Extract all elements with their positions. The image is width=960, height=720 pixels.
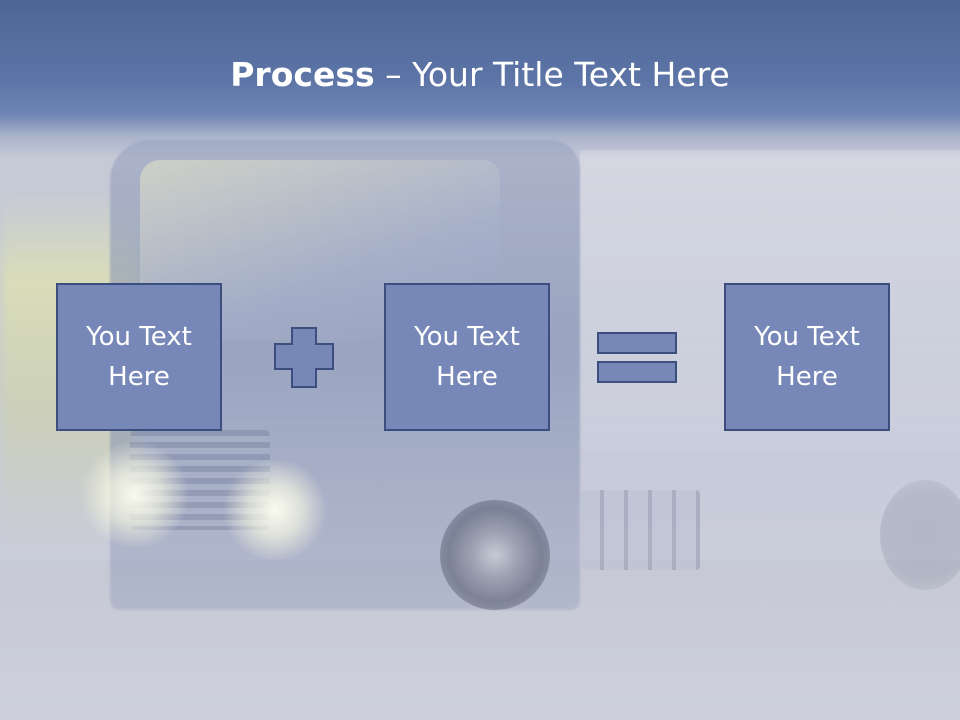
plus-icon — [276, 345, 332, 368]
equals-icon-bottom-bar — [597, 361, 677, 383]
background-rear-wheel — [880, 480, 960, 590]
process-box-3[interactable]: You Text Here — [724, 283, 890, 431]
background-headlight-left — [80, 440, 190, 550]
background-headlight-right — [220, 460, 330, 560]
process-box-1-label: You Text Here — [86, 322, 192, 392]
process-box-2[interactable]: You Text Here — [384, 283, 550, 431]
process-box-3-label: You Text Here — [754, 322, 860, 392]
slide-title[interactable]: Process – Your Title Text Here — [0, 52, 960, 98]
title-rest: – Your Title Text Here — [374, 55, 730, 94]
background-wheel — [440, 500, 550, 610]
equals-icon-top-bar — [597, 332, 677, 354]
process-box-2-label: You Text Here — [414, 322, 520, 392]
title-bold: Process — [230, 55, 375, 94]
background-fuel-tank — [580, 490, 700, 570]
process-box-1[interactable]: You Text Here — [56, 283, 222, 431]
title-band — [0, 0, 960, 158]
